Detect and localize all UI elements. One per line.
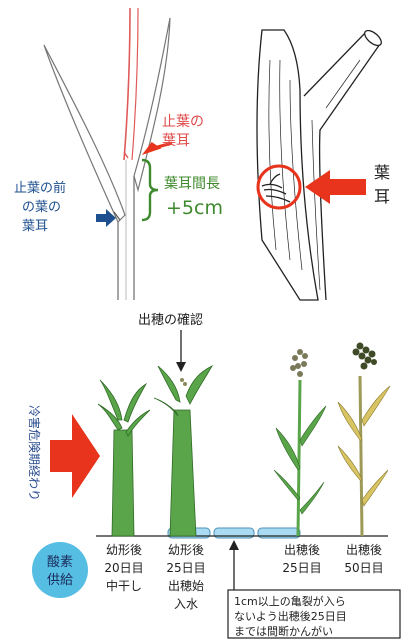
- oxygen-label-1: 酸素: [47, 555, 73, 570]
- flag-auricle-arrow: [141, 141, 173, 155]
- stage-2-caption: 幼形後 25日目 出穂始 入水: [166, 543, 205, 611]
- prev-auricle-arrow: [96, 209, 116, 227]
- auricle-highlight-circle: [256, 164, 302, 210]
- prev-leaf-auricle-label-2: の葉の: [22, 200, 61, 215]
- stage-4-caption: 出穂後 50日目: [344, 543, 383, 575]
- cold-risk-end-label: 冷害危険期経わり: [27, 405, 42, 501]
- irrigation-note-box: [227, 589, 401, 639]
- note-line-2: ないよう出穂後25日目: [234, 609, 347, 623]
- stage-1-line-1: 幼形後: [106, 543, 142, 557]
- plant-stage-2: [153, 365, 214, 537]
- stage-4-line-2: 50日目: [344, 561, 383, 575]
- prev-leaf-auricle-label-1: 止葉の前: [14, 180, 66, 196]
- oxygen-label-2: 供給: [47, 573, 73, 588]
- flag-leaf-auricle-label-1: 止葉の: [162, 114, 204, 130]
- interval-value: +5cm: [166, 197, 223, 219]
- plant-stage-3: [273, 349, 327, 537]
- oxygen-bubble: [32, 542, 88, 598]
- auricle-callout-arrow: [305, 170, 366, 204]
- stage-1-caption: 幼形後 20日目 中干し: [104, 543, 143, 593]
- note-line-3: までは間断かんがい: [234, 624, 333, 638]
- plant-stage-4: [337, 342, 391, 537]
- stage-2-line-1: 幼形後: [168, 543, 204, 557]
- stage-3-line-1: 出穂後: [284, 543, 320, 557]
- auricle-callout-label-2: 耳: [374, 187, 390, 206]
- plant-stage-1: [97, 379, 151, 537]
- auricle-interval-label: 葉耳間長: [164, 176, 220, 192]
- heading-check-label: 出穂の確認: [138, 312, 203, 328]
- stage-1-line-3: 中干し: [106, 578, 142, 593]
- auricle-callout-label-1: 葉: [374, 163, 390, 182]
- prev-leaf-auricle-label-3: 葉耳: [22, 219, 48, 234]
- stage-2-line-2: 25日目: [166, 561, 205, 575]
- note-line-1: 1cm以上の亀裂が入ら: [234, 594, 346, 608]
- stage-2-line-3: 出穂始: [168, 579, 204, 593]
- stage-3-caption: 出穂後 25日目: [282, 543, 321, 575]
- heading-check-arrow-head: [176, 362, 186, 372]
- flag-leaf-auricle-label-2: 葉耳: [162, 133, 190, 149]
- leaf-sheath-drawing: [43, 7, 171, 300]
- auricle-closeup-sketch: [256, 29, 382, 301]
- auricle-interval-bracket: [141, 158, 159, 222]
- stage-1-line-2: 20日目: [104, 561, 143, 575]
- note-arrow-head: [229, 540, 239, 550]
- stage-4-line-1: 出穂後: [346, 543, 382, 557]
- stage-2-line-4: 入水: [174, 597, 198, 611]
- period-end-arrow: [50, 414, 100, 498]
- stage-3-line-2: 25日目: [282, 561, 321, 575]
